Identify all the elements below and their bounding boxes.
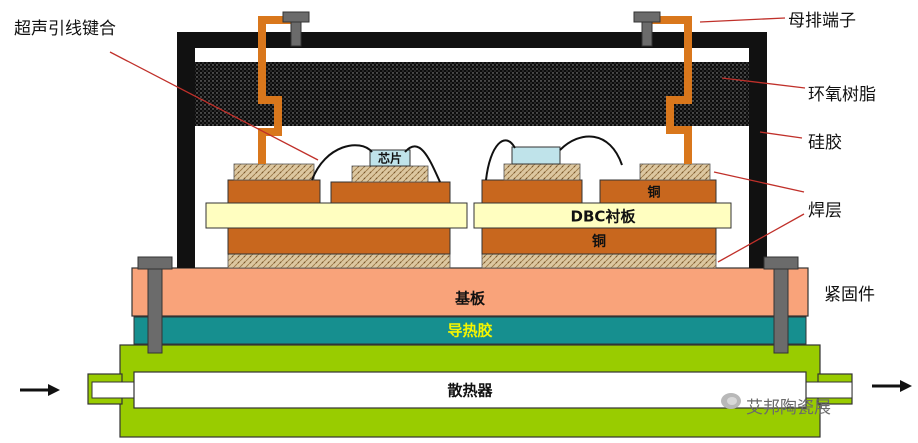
coolant-inlet-arrow [20, 384, 60, 396]
leader-lines [109, 17, 806, 263]
bond-wires [311, 135, 623, 183]
coolant-outlet-arrow [872, 380, 912, 392]
label-fastener: 紧固件 [824, 285, 875, 305]
baseplate [131, 267, 809, 317]
label-copper-bottom: 铜 [592, 234, 606, 250]
left-dbc-stack [205, 149, 468, 269]
label-copper-top: 铜 [647, 185, 661, 201]
heatsink [87, 344, 853, 438]
label-silicone-gel: 硅胶 [808, 133, 842, 153]
label-baseplate: 基板 [454, 289, 486, 308]
label-solder-layer: 焊层 [808, 201, 842, 221]
label-dbc-substrate: DBC衬板 [570, 207, 636, 226]
housing-frame [177, 32, 767, 268]
label-ultrasonic-wire-bonding: 超声引线键合 [14, 19, 116, 39]
busbar-terminal-left [258, 16, 300, 164]
terminal-screw-left [282, 11, 310, 47]
label-heatsink: 散热器 [447, 381, 493, 400]
epoxy-resin-layer [195, 62, 749, 126]
right-dbc-stack [473, 146, 732, 269]
busbar-terminal-right [645, 16, 692, 164]
thermal-grease-layer [133, 316, 807, 345]
terminal-screw-right [633, 11, 661, 47]
label-thermal-grease: 导热胶 [447, 321, 493, 340]
label-busbar-terminal: 母排端子 [788, 11, 856, 31]
wechat-icon [721, 393, 741, 409]
fastener-bolt-left [137, 256, 173, 354]
fastener-bolt-right [763, 256, 799, 354]
label-chip: 芯片 [377, 151, 403, 166]
watermark: 艾邦陶瓷展 [746, 398, 831, 418]
label-epoxy-resin: 环氧树脂 [808, 85, 876, 105]
